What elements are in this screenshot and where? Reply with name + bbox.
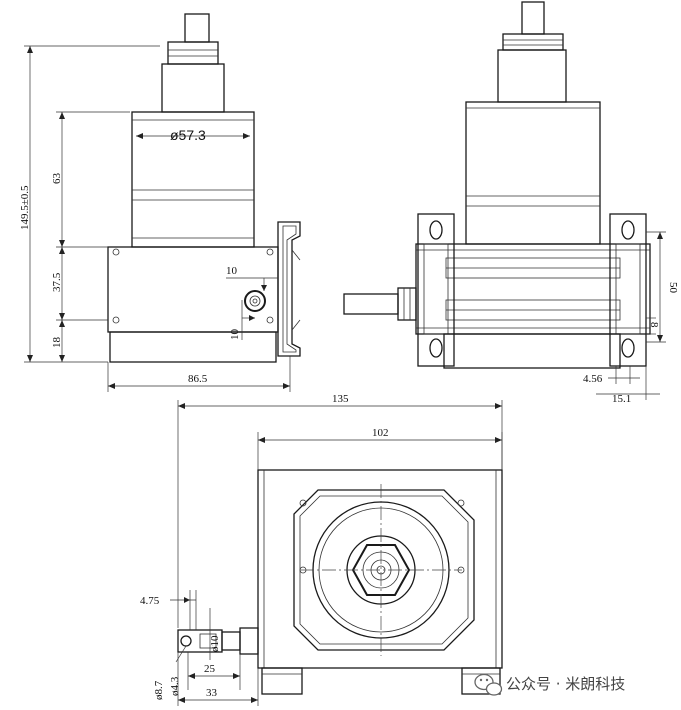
- dim-port-top: 10: [226, 265, 238, 277]
- dim-hole-small: ø4.3: [169, 676, 181, 696]
- dim-hook-dia: ø8.7: [153, 680, 165, 700]
- watermark: 公众号 · 米朗科技: [474, 673, 625, 696]
- dim-box-width: 102: [372, 427, 389, 439]
- dim-box-height: 37.5: [51, 272, 63, 292]
- dim-body-diameter: ø57.3: [170, 127, 206, 143]
- dim-foot-height: 18: [51, 337, 63, 349]
- dim-hook-reach: 33: [206, 687, 218, 699]
- dim-flange-width: 15.1: [612, 393, 631, 405]
- dim-body-height: 63: [51, 173, 63, 185]
- dim-port-side: 10: [229, 329, 241, 341]
- dim-front-width: 86.5: [188, 373, 208, 385]
- dim-total-height: 149.5±0.5: [19, 185, 31, 230]
- watermark-text: 公众号 · 米朗科技: [506, 675, 625, 693]
- bottom-view: 135 102 4.75 ø10 ø4.3 ø8.7 25 33: [140, 393, 503, 706]
- dim-overall-width: 135: [332, 393, 349, 405]
- dim-hook-len: 25: [204, 663, 216, 675]
- dim-mount-height: 50: [667, 282, 679, 294]
- dim-hook-offset: 4.75: [140, 595, 160, 607]
- dim-plate-thk: 4.56: [583, 373, 603, 385]
- front-view: ø57.3 149.5±0.5 63 37.5 18 86.5 10: [19, 13, 301, 392]
- dim-slot-width: 8: [648, 322, 660, 328]
- dim-hole-dia: ø10: [209, 635, 221, 652]
- wechat-icon: [474, 673, 503, 696]
- side-view: 50 8 4.56 15.1: [343, 1, 679, 405]
